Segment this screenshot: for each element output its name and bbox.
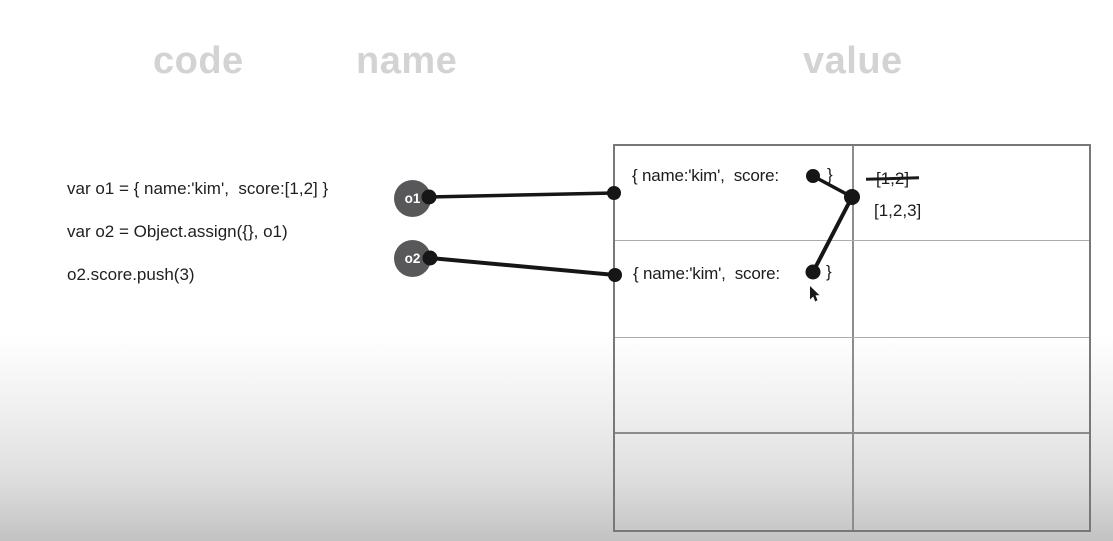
- value-cell-r3c1: [615, 338, 852, 432]
- code-line-2: var o2 = Object.assign({}, o1): [67, 222, 288, 241]
- column-header-name: name: [356, 40, 458, 82]
- score-array-old-value-struck: [1,2]: [876, 169, 910, 188]
- value-table-row-divider-3: [615, 432, 1089, 434]
- object1-literal-prefix: { name:'kim', score:: [632, 166, 779, 185]
- value-cell-r4c1: [615, 434, 852, 530]
- wire-o2-to-object2: [429, 256, 616, 277]
- value-table-column-divider: [852, 146, 854, 530]
- value-table: [613, 144, 1091, 532]
- value-table-row-divider-2: [615, 337, 1089, 338]
- name-node-o2: o2: [394, 240, 431, 277]
- object2-literal-prefix: { name:'kim', score:: [633, 264, 780, 283]
- value-cell-r1c1: [615, 146, 852, 240]
- name-node-o1-label: o1: [404, 191, 421, 206]
- code-line-3: o2.score.push(3): [67, 265, 195, 284]
- column-header-value: value: [803, 40, 903, 82]
- value-cell-r2c1: [615, 241, 852, 337]
- name-node-o1: o1: [394, 180, 431, 217]
- wire-o1-to-object1: [428, 191, 615, 199]
- code-line-1: var o1 = { name:'kim', score:[1,2] }: [67, 179, 329, 198]
- value-cell-r1c2: [854, 146, 1089, 240]
- object1-literal-suffix: }: [827, 165, 833, 184]
- score-array-new-value: [1,2,3]: [874, 201, 922, 220]
- name-node-o2-label: o2: [404, 251, 421, 266]
- object2-literal-suffix: }: [826, 262, 832, 281]
- code-panel: var o1 = { name:'kim', score:[1,2] } var…: [67, 179, 328, 308]
- value-cell-r4c2: [854, 434, 1089, 530]
- value-cell-r2c2: [854, 241, 1089, 337]
- value-cell-r3c2: [854, 338, 1089, 432]
- column-header-code: code: [153, 40, 244, 82]
